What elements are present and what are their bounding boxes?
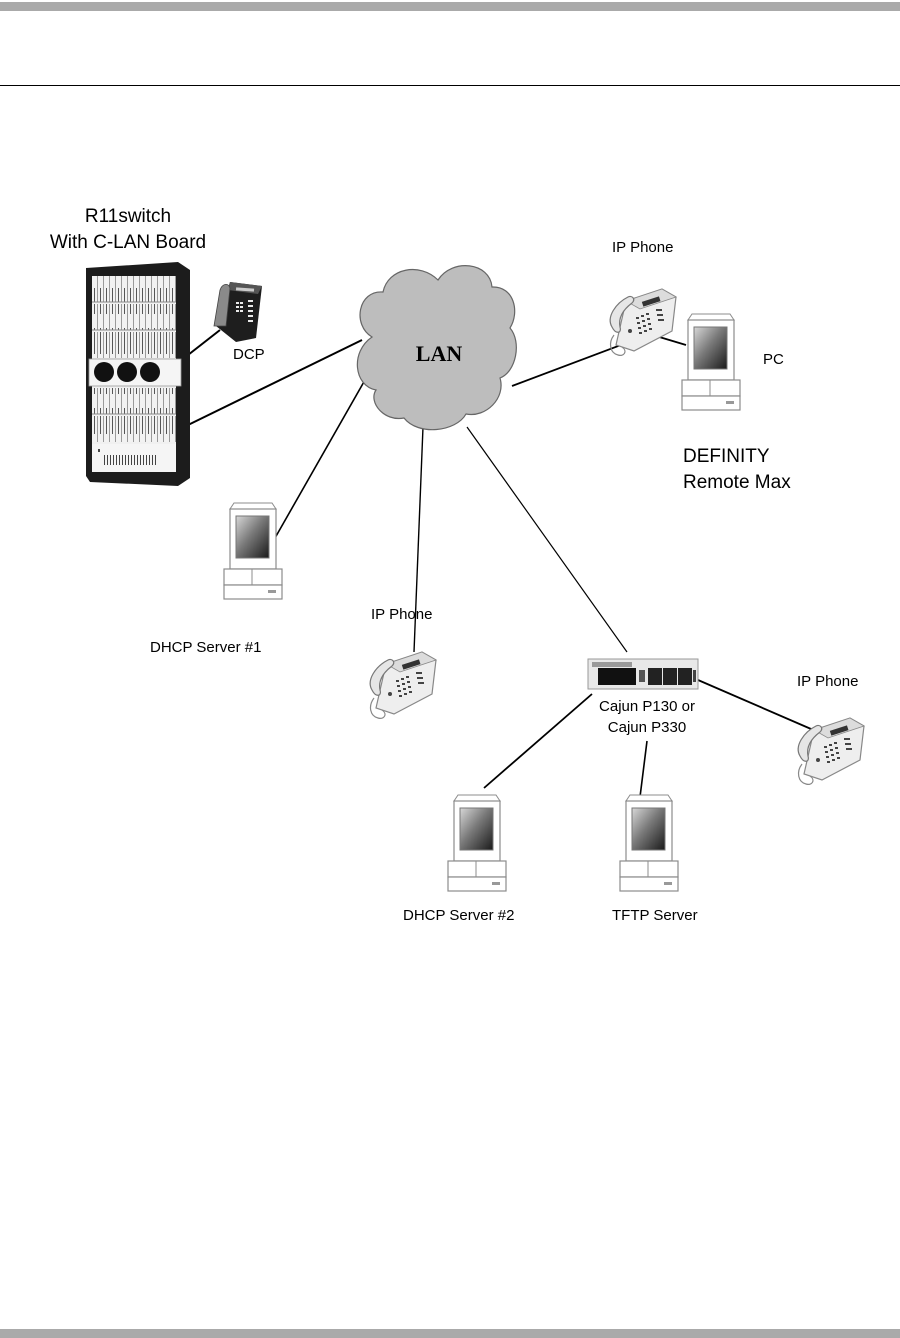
tftp-server-label: TFTP Server <box>612 907 698 924</box>
link-switch-lan <box>187 339 363 426</box>
cajun-label-line2: Cajun P330 <box>608 719 686 736</box>
cloud-label: LAN <box>416 341 463 366</box>
dhcp-server-1-node: DHCP Server #1 <box>150 502 283 656</box>
ip-phone-right-node: IP Phone <box>797 673 865 785</box>
r11-switch-node: R11switch With C-LAN Board <box>50 206 206 486</box>
dhcp-server-2-icon <box>447 794 507 892</box>
link-dcp-switch <box>187 329 221 356</box>
ip-phone-middle-label: IP Phone <box>371 606 432 623</box>
ip-phone-middle-icon <box>369 651 437 719</box>
link-ipphone-middle-lan <box>413 426 424 653</box>
dhcp-server-1-icon <box>223 502 283 600</box>
tftp-server-node: TFTP Server <box>612 794 698 924</box>
ip-phone-middle-node: IP Phone <box>369 606 437 719</box>
ip-phone-top-node: IP Phone <box>609 239 677 356</box>
dhcp-server-1-label: DHCP Server #1 <box>150 639 261 656</box>
link-ipphone-top-pc <box>655 335 687 346</box>
link-dhcp1-lan <box>270 379 366 546</box>
dcp-label: DCP <box>233 346 265 363</box>
cajun-label-line1: Cajun P130 or <box>599 698 695 715</box>
pc-label: PC <box>763 351 784 368</box>
ip-phone-top-label: IP Phone <box>612 239 673 256</box>
link-cajun-lan <box>466 426 628 653</box>
remote-max-caption: DEFINITY Remote Max <box>683 446 791 493</box>
switch-label-line2: With C-LAN Board <box>50 232 206 253</box>
remote-max-line1: DEFINITY <box>683 446 770 467</box>
pc-icon <box>681 313 741 411</box>
cajun-switch-icon <box>587 658 699 690</box>
pc-node: PC <box>681 313 784 411</box>
lan-cloud: LAN <box>356 265 517 431</box>
dhcp-server-2-node: DHCP Server #2 <box>403 794 514 924</box>
ip-phone-top-icon <box>609 288 677 356</box>
top-gray-bar <box>0 2 900 11</box>
switch-cabinet-icon <box>86 262 190 486</box>
link-cajun-dhcp2 <box>483 693 593 789</box>
bottom-gray-bar <box>0 1329 900 1338</box>
dcp-phone-icon <box>213 282 262 342</box>
connections <box>187 329 819 798</box>
cloud-shape <box>356 265 517 431</box>
dhcp-server-2-label: DHCP Server #2 <box>403 907 514 924</box>
link-cajun-tftp <box>639 740 648 798</box>
link-cajun-ipphone-right <box>697 679 819 733</box>
dcp-phone-node: DCP <box>213 282 265 363</box>
remote-max-line2: Remote Max <box>683 472 791 493</box>
tftp-server-icon <box>619 794 679 892</box>
switch-label-line1: R11switch <box>85 206 171 227</box>
header-rule <box>0 85 900 86</box>
cajun-node: Cajun P130 or Cajun P330 <box>587 658 699 736</box>
ip-phone-right-label: IP Phone <box>797 673 858 690</box>
